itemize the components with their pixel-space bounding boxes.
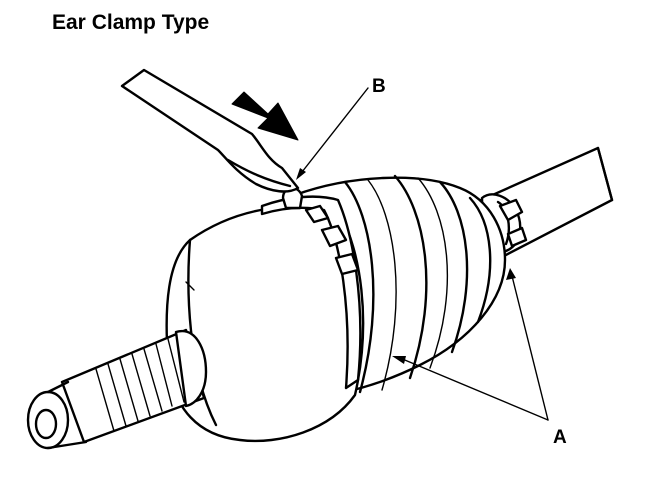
leader-line-b [296,87,369,180]
callout-label-b: B [372,76,386,97]
diagram-title: Ear Clamp Type [52,11,210,34]
leader-lines-a [392,268,549,421]
ear-clamp [260,186,362,390]
splined-stub-shaft [26,328,208,450]
screwdriver [120,68,300,193]
callout-label-a: A [553,427,567,448]
arrow-down-right-icon [231,91,299,141]
